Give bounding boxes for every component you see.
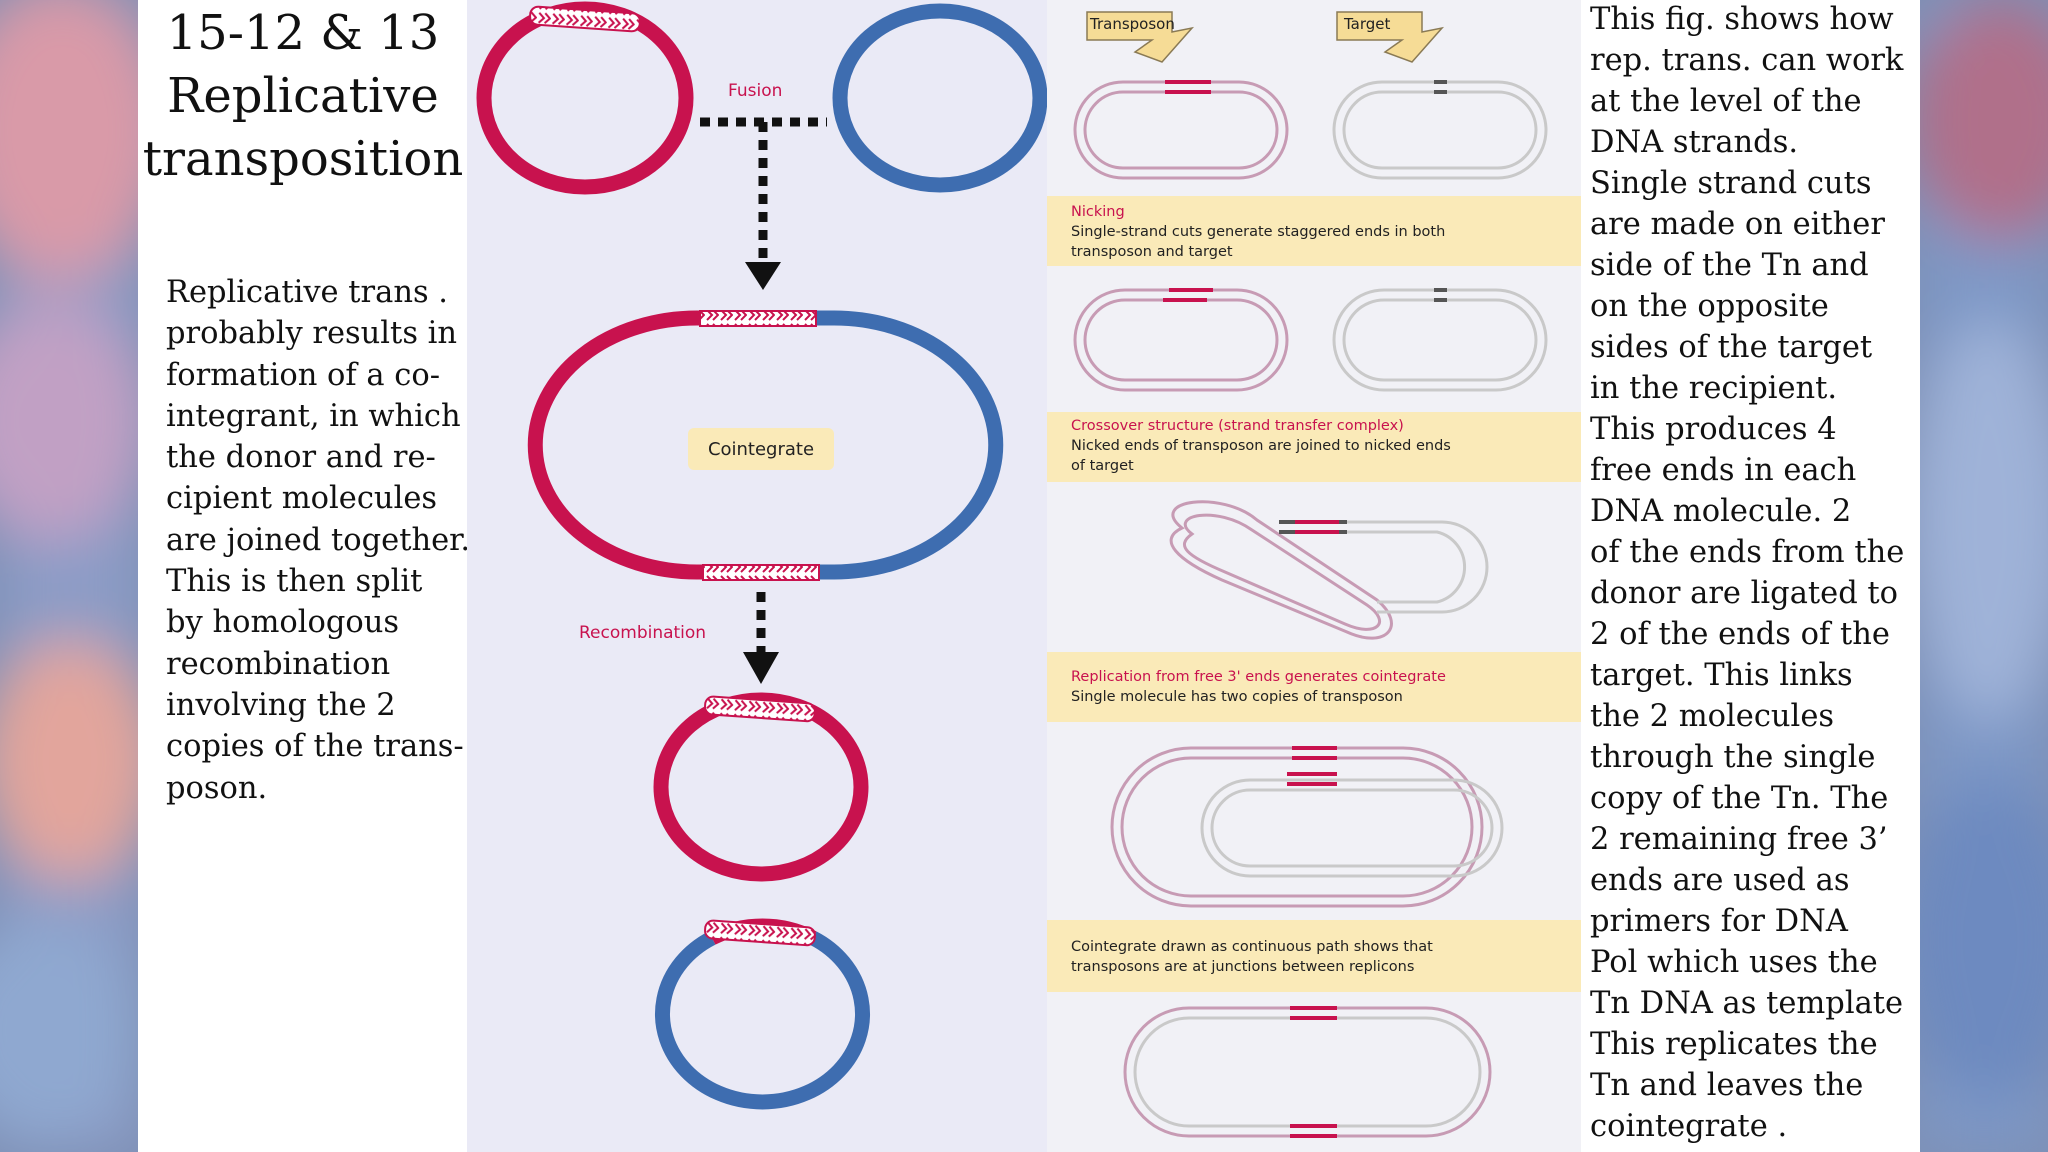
product-donor-transposon: [704, 695, 816, 723]
target-arrow: [1336, 11, 1445, 63]
replication-desc: Single molecule has two copies of transp…: [1071, 689, 1403, 705]
fusion-connector: [700, 117, 827, 270]
nicking-desc-2: transposon and target: [1071, 244, 1233, 260]
slide-title: 15-12 & 13 Replicative transposition: [138, 2, 468, 191]
cointegrate-desc-2: transposons are at junctions between rep…: [1071, 959, 1414, 975]
right-description: This fig. shows how rep. trans. can work…: [1590, 2, 1905, 1144]
donor-plasmid: [476, 1, 694, 195]
cointegrate-transposon-top: [699, 310, 817, 327]
cointegrate-label-box: [688, 428, 834, 470]
row-crossover: [1047, 482, 1581, 652]
nicking-box: [1047, 196, 1581, 266]
crossover-structure: [1169, 500, 1489, 640]
product-donor-plasmid: [653, 692, 869, 882]
cointegrate-recipient-half: [758, 310, 1004, 580]
recombination-label: Recombination: [579, 623, 706, 643]
cointegrate-transposon-bottom: [702, 564, 820, 581]
crossover-desc-1: Nicked ends of transposon are joined to …: [1071, 438, 1451, 454]
crossover-box: [1047, 412, 1581, 482]
product-recipient-plasmid: [655, 931, 870, 1110]
slide-title-line: transposition: [142, 131, 464, 187]
nicking-title: Nicking: [1071, 204, 1125, 220]
fusion-arrowhead: [745, 262, 781, 290]
cointegrate-donor-half: [527, 310, 758, 580]
replication-title: Replication from free 3' ends generates …: [1071, 669, 1446, 685]
transposon-label: Transposon: [1089, 15, 1175, 33]
recombination-arrowhead: [743, 652, 779, 684]
product-recipient-transposon: [704, 919, 816, 947]
cointegrate-path: [1123, 1006, 1492, 1138]
cointegrate-desc-1: Cointegrate drawn as continuous path sho…: [1071, 939, 1433, 955]
recipient-plasmid: [832, 3, 1048, 193]
slide-title-line: Replicative: [167, 68, 439, 124]
replicated-structure: [1110, 746, 1504, 908]
crossover-title: Crossover structure (strand transfer com…: [1071, 418, 1404, 434]
target-label: Target: [1343, 15, 1391, 33]
nicking-desc-1: Single-strand cuts generate staggered en…: [1071, 224, 1445, 240]
crossover-desc-2: of target: [1071, 458, 1134, 474]
cointegrate-label: Cointegrate: [708, 439, 814, 460]
fusion-label: Fusion: [728, 81, 782, 101]
strand-steps-diagram: Transposon Target Nicking Single-strand …: [1047, 0, 1581, 1152]
transposon-arrow: [1086, 11, 1195, 63]
transposition-diagram: Fusion Cointegrate Recombination: [476, 1, 1048, 1110]
replication-box: [1047, 652, 1581, 722]
left-description: Replicative trans . probably results in …: [166, 275, 471, 806]
slide-title-line: 15-12 & 13: [166, 5, 440, 61]
donor-transposon: [529, 5, 641, 33]
cointegrate-box: [1047, 920, 1581, 992]
